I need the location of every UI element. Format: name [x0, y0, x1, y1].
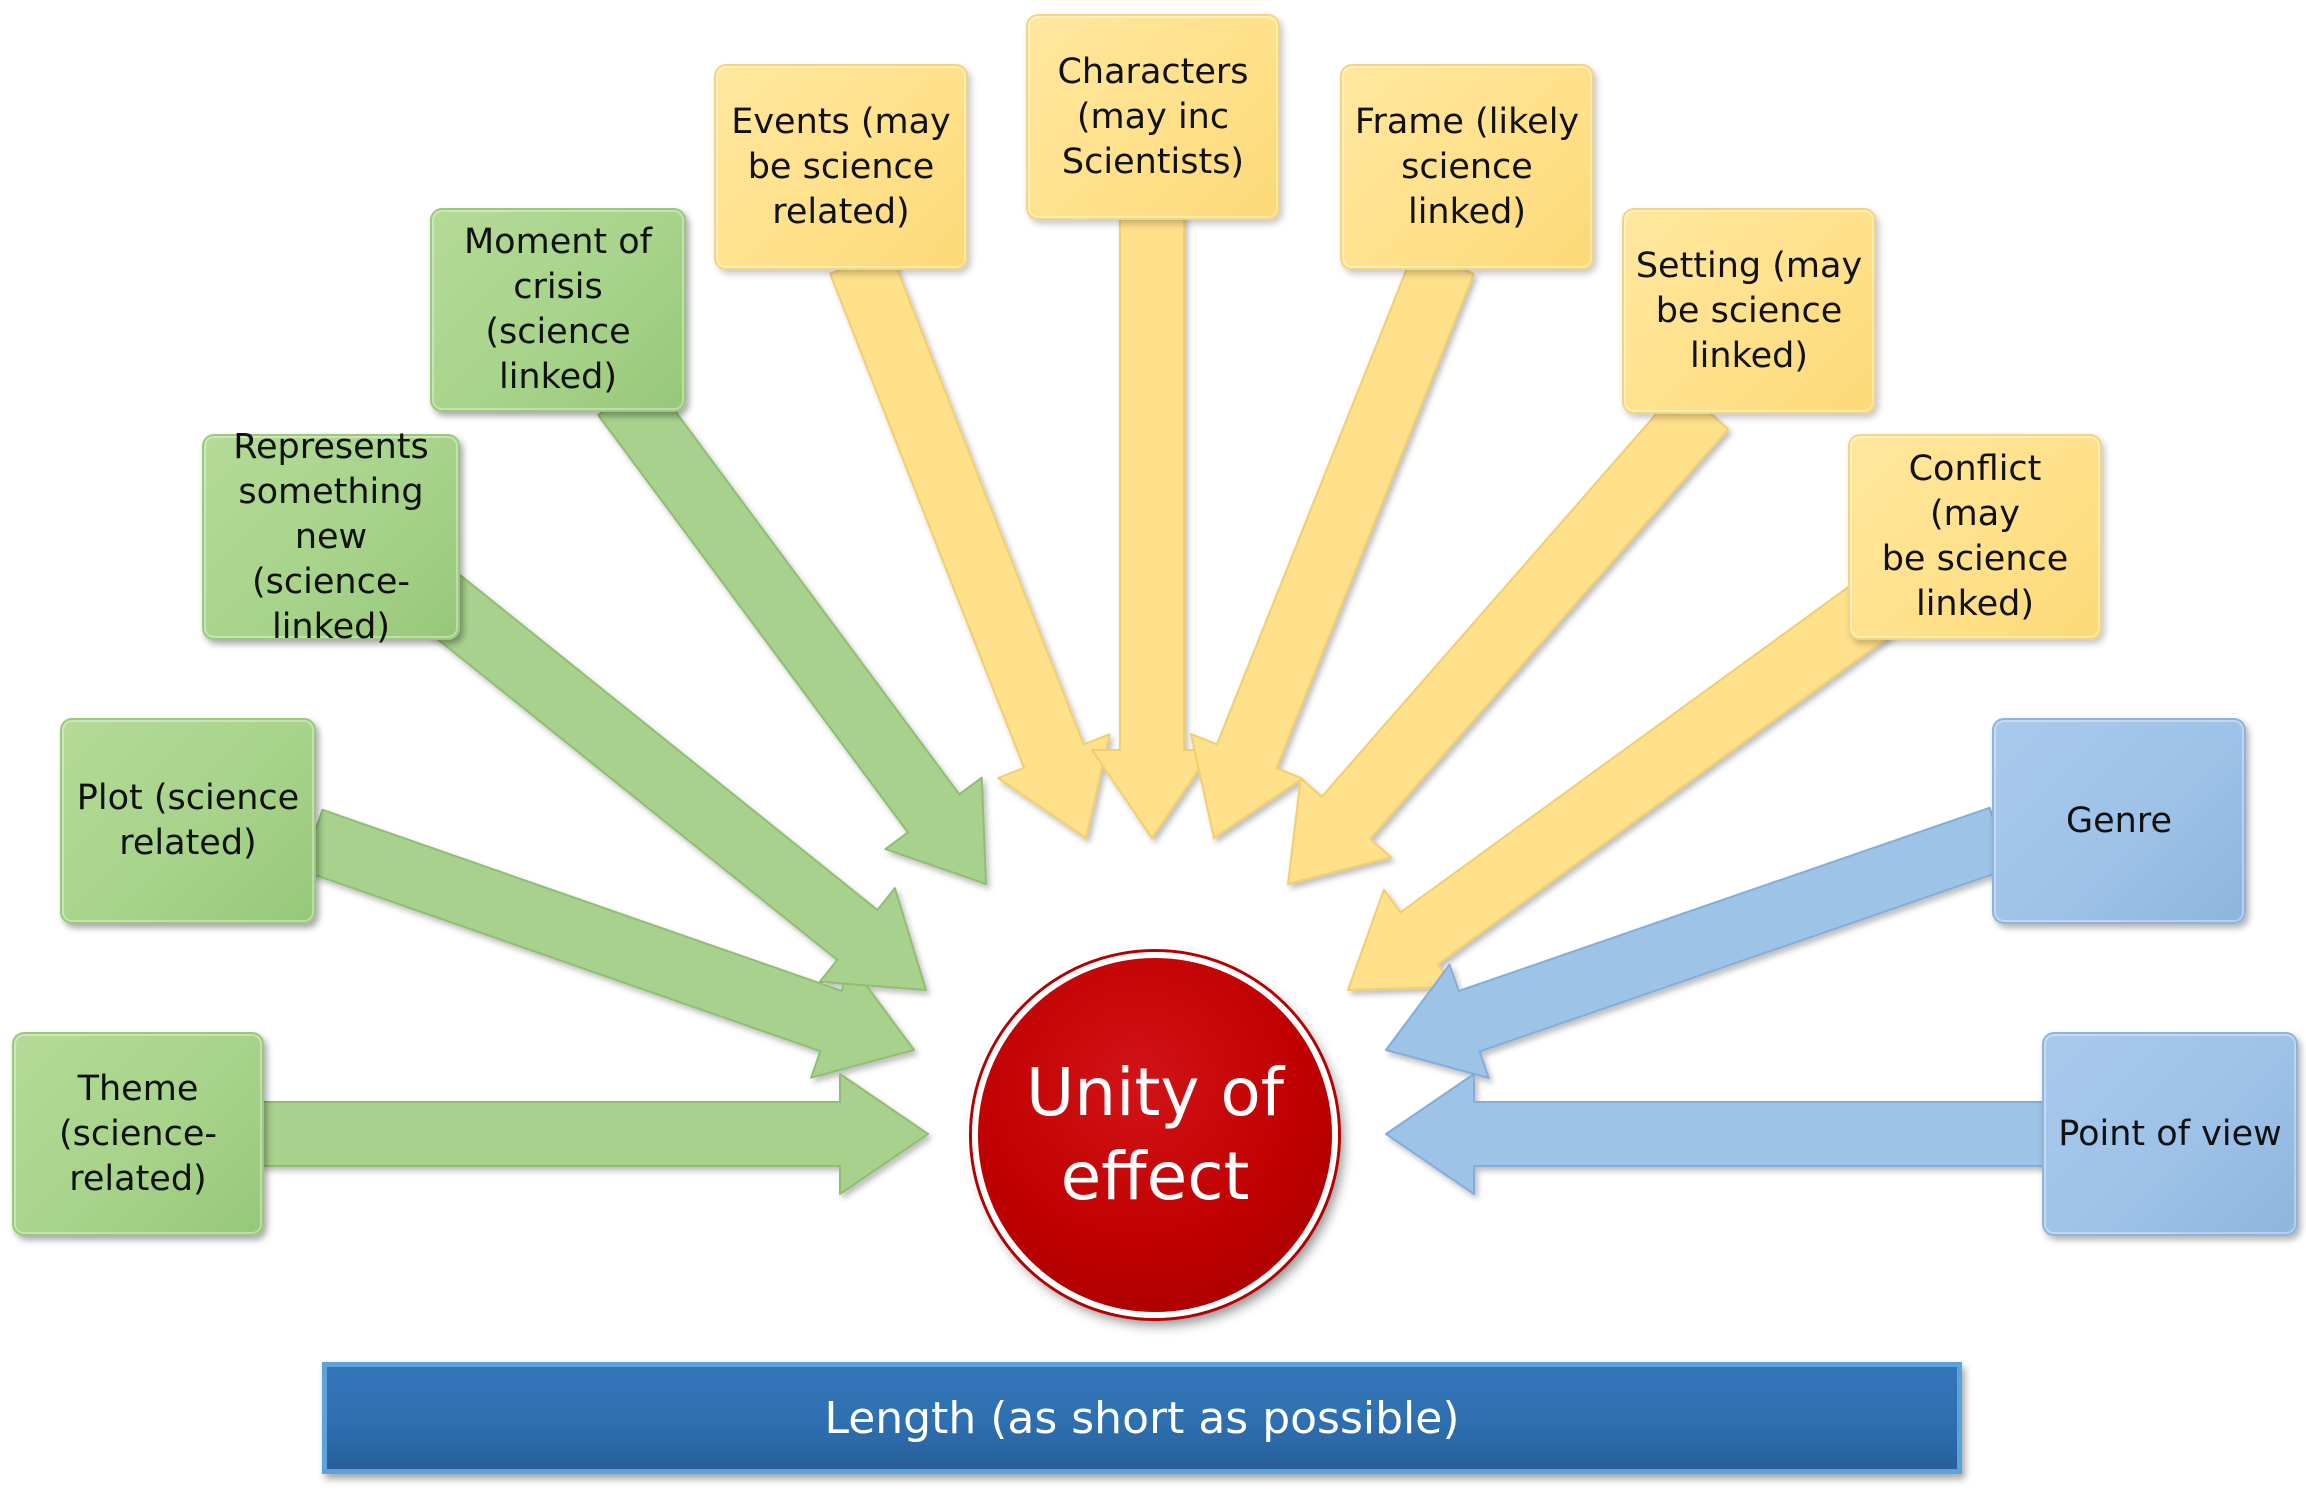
node-label-line: be science [1881, 539, 2069, 579]
node-conflict: Conflict (may be science linked) [1848, 434, 2102, 640]
node-label-line: crisis (science [485, 267, 631, 352]
arrow-setting [1287, 385, 1730, 885]
arrow-point-of-view [1385, 1073, 2051, 1195]
node-label-line: linked) [1689, 335, 1809, 376]
arrow-conflict [1347, 581, 1894, 991]
arrow-events [829, 249, 1111, 839]
center-label: Unity of effect [1025, 1054, 1284, 1215]
node-label-line: related) [119, 823, 257, 863]
arrow-plot [300, 808, 915, 1079]
node-label-line: linked) [1407, 191, 1527, 232]
arrow-frame [1189, 249, 1475, 839]
node-label-line: Characters [1057, 51, 1249, 92]
node-label-line: be science [747, 146, 935, 187]
node-genre: Genre [1992, 718, 2246, 924]
arrow-characters [1091, 213, 1213, 839]
node-label-plot: Plot (science related) [77, 776, 299, 866]
arrows-layer [261, 213, 2051, 1195]
arrow-theme [261, 1073, 929, 1195]
node-label-moment: Moment of crisis (science linked) [442, 220, 674, 400]
length-bar: Length (as short as possible) [322, 1362, 1962, 1474]
node-label-line: (science- [59, 1113, 217, 1154]
node-plot: Plot (science related) [60, 718, 316, 924]
node-label-line: Moment of [463, 222, 652, 262]
node-label-line: Scientists) [1061, 141, 1245, 182]
node-label-line: Setting (may [1635, 245, 1863, 286]
arrow-moment [597, 375, 987, 885]
node-label-line: Frame (likely [1354, 101, 1580, 142]
node-label-line: Plot (science [76, 778, 300, 818]
node-label-line: linked) [498, 357, 618, 397]
node-moment: Moment of crisis (science linked) [430, 208, 686, 412]
node-label-line: Theme [77, 1068, 199, 1109]
arrow-genre [1385, 806, 2012, 1079]
node-label-line: linked) [271, 606, 391, 647]
node-label-line: something [238, 471, 424, 512]
node-label-line: (may inc [1076, 96, 1230, 137]
node-label-line: Genre [2066, 800, 2172, 841]
node-point-of-view: Point of view [2042, 1032, 2298, 1236]
node-label-line: be science [1655, 290, 1843, 331]
node-label-line: Events (may [731, 101, 951, 142]
center-circle-unity-of-effect: Unity of effect [972, 952, 1338, 1318]
node-label-line: Point of view [2058, 1113, 2282, 1154]
node-label-line: related) [772, 191, 910, 232]
arrow-represents [419, 574, 927, 991]
node-label-theme: Theme(science-related) [59, 1067, 217, 1202]
node-label-point-of-view: Point of view [2058, 1112, 2281, 1157]
node-theme: Theme(science-related) [12, 1032, 264, 1236]
node-label-conflict: Conflict (may be science linked) [1860, 447, 2090, 627]
node-label-line: linked) [1915, 584, 2035, 624]
node-label-genre: Genre [2066, 799, 2172, 844]
node-label-line: related) [69, 1158, 207, 1199]
node-label-line: new (science- [252, 516, 410, 602]
length-label: Length (as short as possible) [824, 1392, 1460, 1444]
node-label-line: Represents [233, 426, 429, 467]
node-label-line: Conflict (may [1908, 449, 2042, 534]
node-label-line: science [1401, 146, 1533, 187]
